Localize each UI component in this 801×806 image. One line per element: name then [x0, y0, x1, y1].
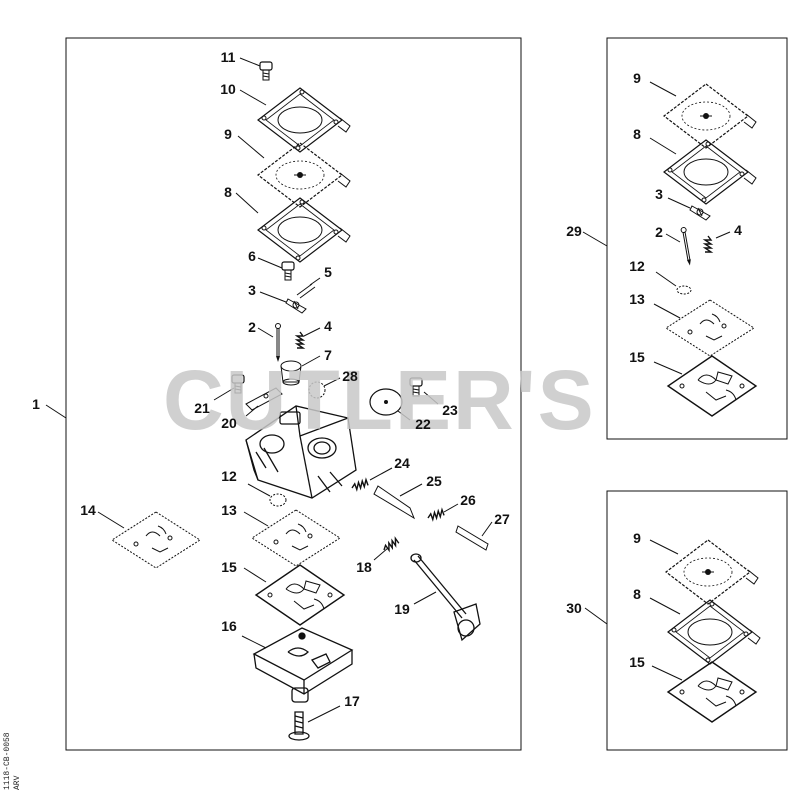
part-label[interactable]: 27: [494, 511, 510, 527]
kit-b-gasket-8: [667, 599, 761, 665]
kit-b-frame: [606, 490, 788, 751]
kit-a-gasket-8: [663, 139, 757, 205]
part-label[interactable]: 21: [194, 400, 210, 416]
part-label[interactable]: 13: [629, 291, 645, 307]
plate-13: [251, 509, 341, 567]
main-frame: [65, 37, 522, 751]
part-label[interactable]: 12: [221, 468, 237, 484]
part-label[interactable]: 7: [324, 347, 332, 363]
kit-b-diaphragm-9: [665, 539, 759, 605]
part-label[interactable]: 2: [655, 224, 663, 240]
part-label[interactable]: 20: [221, 415, 237, 431]
label-frame-kit-a[interactable]: 29: [566, 223, 582, 239]
part-label[interactable]: 23: [442, 402, 458, 418]
kit-a-spring-4: [704, 235, 712, 253]
shaft-19: [410, 553, 481, 642]
disc-22: [369, 388, 403, 416]
part-label[interactable]: 16: [221, 618, 237, 634]
gasket-8: [257, 197, 351, 263]
ring-28: [308, 381, 326, 399]
part-label[interactable]: 6: [248, 248, 256, 264]
carburetor-body: [245, 405, 357, 499]
part-label[interactable]: 15: [629, 654, 645, 670]
part-label[interactable]: 12: [629, 258, 645, 274]
kit-b-plate-15: [667, 661, 757, 723]
part-label[interactable]: 8: [224, 184, 232, 200]
diaphragm-9: [257, 142, 351, 208]
part-label[interactable]: 19: [394, 601, 410, 617]
spring-24: [350, 479, 369, 492]
part-label[interactable]: 25: [426, 473, 442, 489]
part-label[interactable]: 14: [80, 502, 96, 518]
part-label[interactable]: 10: [220, 81, 236, 97]
watermark-text: CUTLER'S: [163, 353, 596, 447]
part-label[interactable]: 24: [394, 455, 410, 471]
part-label[interactable]: 5: [324, 264, 332, 280]
needle-25: [373, 485, 416, 520]
kit-a-diaphragm-9: [663, 83, 757, 149]
gasket-10: [257, 87, 351, 153]
part-label[interactable]: 4: [734, 222, 742, 238]
part-label[interactable]: 3: [655, 186, 663, 202]
cover-16: [252, 627, 354, 703]
drawing-code: 1118-CB-0058: [3, 732, 12, 790]
part-label[interactable]: 4: [324, 318, 332, 334]
part-label[interactable]: 3: [248, 282, 256, 298]
plate-14: [111, 511, 201, 569]
part-label[interactable]: 8: [633, 126, 641, 142]
cup-7: [280, 360, 302, 386]
part-label[interactable]: 9: [633, 70, 641, 86]
spring-26: [426, 509, 445, 522]
part-label[interactable]: 8: [633, 586, 641, 602]
part-label[interactable]: 15: [221, 559, 237, 575]
part-label[interactable]: 26: [460, 492, 476, 508]
kit-a-plate-13: [665, 299, 755, 357]
part-label[interactable]: 9: [633, 530, 641, 546]
part-label[interactable]: 18: [356, 559, 372, 575]
screw-17: [288, 711, 310, 741]
drawing-code-sub: ARV: [13, 775, 22, 790]
part-label[interactable]: 2: [248, 319, 256, 335]
label-frame-kit-b[interactable]: 30: [566, 600, 582, 616]
kit-a-ring-12: [676, 285, 692, 295]
needle-27: [455, 525, 489, 551]
kit-a-lever-3: [689, 205, 711, 221]
kit-a-frame: [606, 37, 788, 440]
kit-a-plate-15: [667, 355, 757, 417]
kit-a-needle-2: [679, 225, 694, 268]
screw-6: [281, 261, 295, 281]
plate-20: [245, 387, 283, 411]
screw-11: [259, 61, 273, 81]
part-label[interactable]: 11: [220, 49, 236, 65]
part-label[interactable]: 28: [342, 368, 358, 384]
ring-12: [269, 493, 287, 507]
part-label[interactable]: 9: [224, 126, 232, 142]
part-label[interactable]: 13: [221, 502, 237, 518]
part-label[interactable]: 15: [629, 349, 645, 365]
label-frame-main[interactable]: 1: [32, 396, 40, 412]
plate-15: [255, 564, 345, 626]
part-label[interactable]: 22: [415, 416, 431, 432]
lever-3: [285, 298, 307, 314]
part-label[interactable]: 17: [344, 693, 360, 709]
pin-5: [296, 283, 316, 299]
spring-4: [296, 331, 304, 349]
